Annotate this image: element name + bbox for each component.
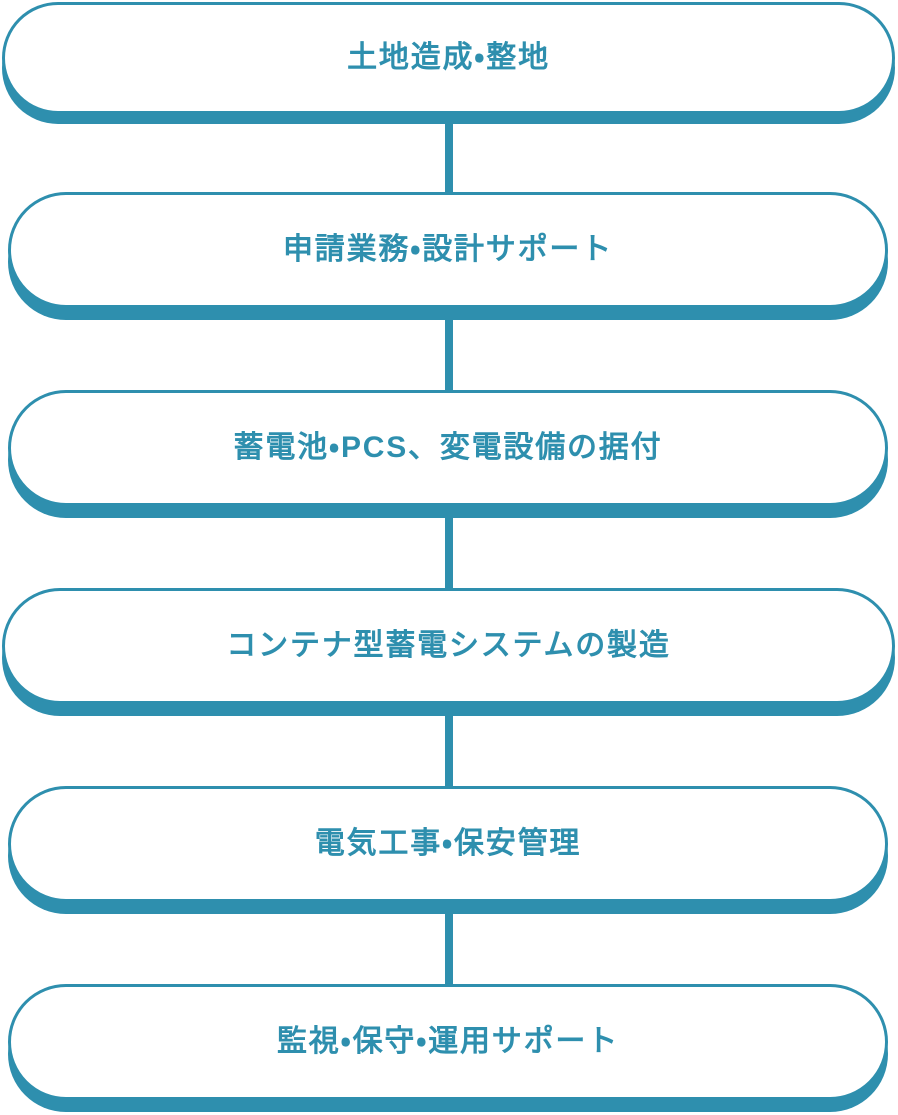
pill-6[interactable]: 監視・保守・運用サポート [8,984,888,1100]
flow-step-1: 土地造成・整地 [0,0,898,124]
flow-connector-1-2 [445,114,453,192]
flow-connector-1-2-wrap [0,114,898,192]
flow-connector-5-6-wrap [0,904,898,986]
flow-step-label-3: 蓄電池・PCS、変電設備の据付 [233,431,663,464]
flow-step-3: 蓄電池・PCS、変電設備の据付 [0,390,898,518]
flow-connector-3-4 [445,508,453,590]
flow-connector-2-3-wrap [0,310,898,392]
pill-5[interactable]: 電気工事・保安管理 [8,786,888,902]
flow-step-label-4: コンテナ型蓄電システムの製造 [226,629,671,662]
pill-1[interactable]: 土地造成・整地 [2,2,895,114]
flow-connector-2-3 [445,310,453,392]
flow-connector-4-5 [445,706,453,788]
flow-connector-4-5-wrap [0,706,898,788]
pill-2[interactable]: 申請業務・設計サポート [8,192,888,308]
flow-connector-5-6 [445,904,453,986]
pill-4[interactable]: コンテナ型蓄電システムの製造 [2,588,895,704]
flow-connector-3-4-wrap [0,508,898,590]
flow-step-5: 電気工事・保安管理 [0,786,898,914]
flow-step-2: 申請業務・設計サポート [0,192,898,320]
flow-step-label-2: 申請業務・設計サポート [283,233,613,266]
flow-step-6: 監視・保守・運用サポート [0,984,898,1115]
flow-step-label-6: 監視・保守・運用サポート [277,1025,619,1058]
pill-3[interactable]: 蓄電池・PCS、変電設備の据付 [8,390,888,506]
flow-step-label-1: 土地造成・整地 [347,41,550,74]
flow-step-label-5: 電気工事・保安管理 [314,827,582,860]
flow-step-4: コンテナ型蓄電システムの製造 [0,588,898,716]
